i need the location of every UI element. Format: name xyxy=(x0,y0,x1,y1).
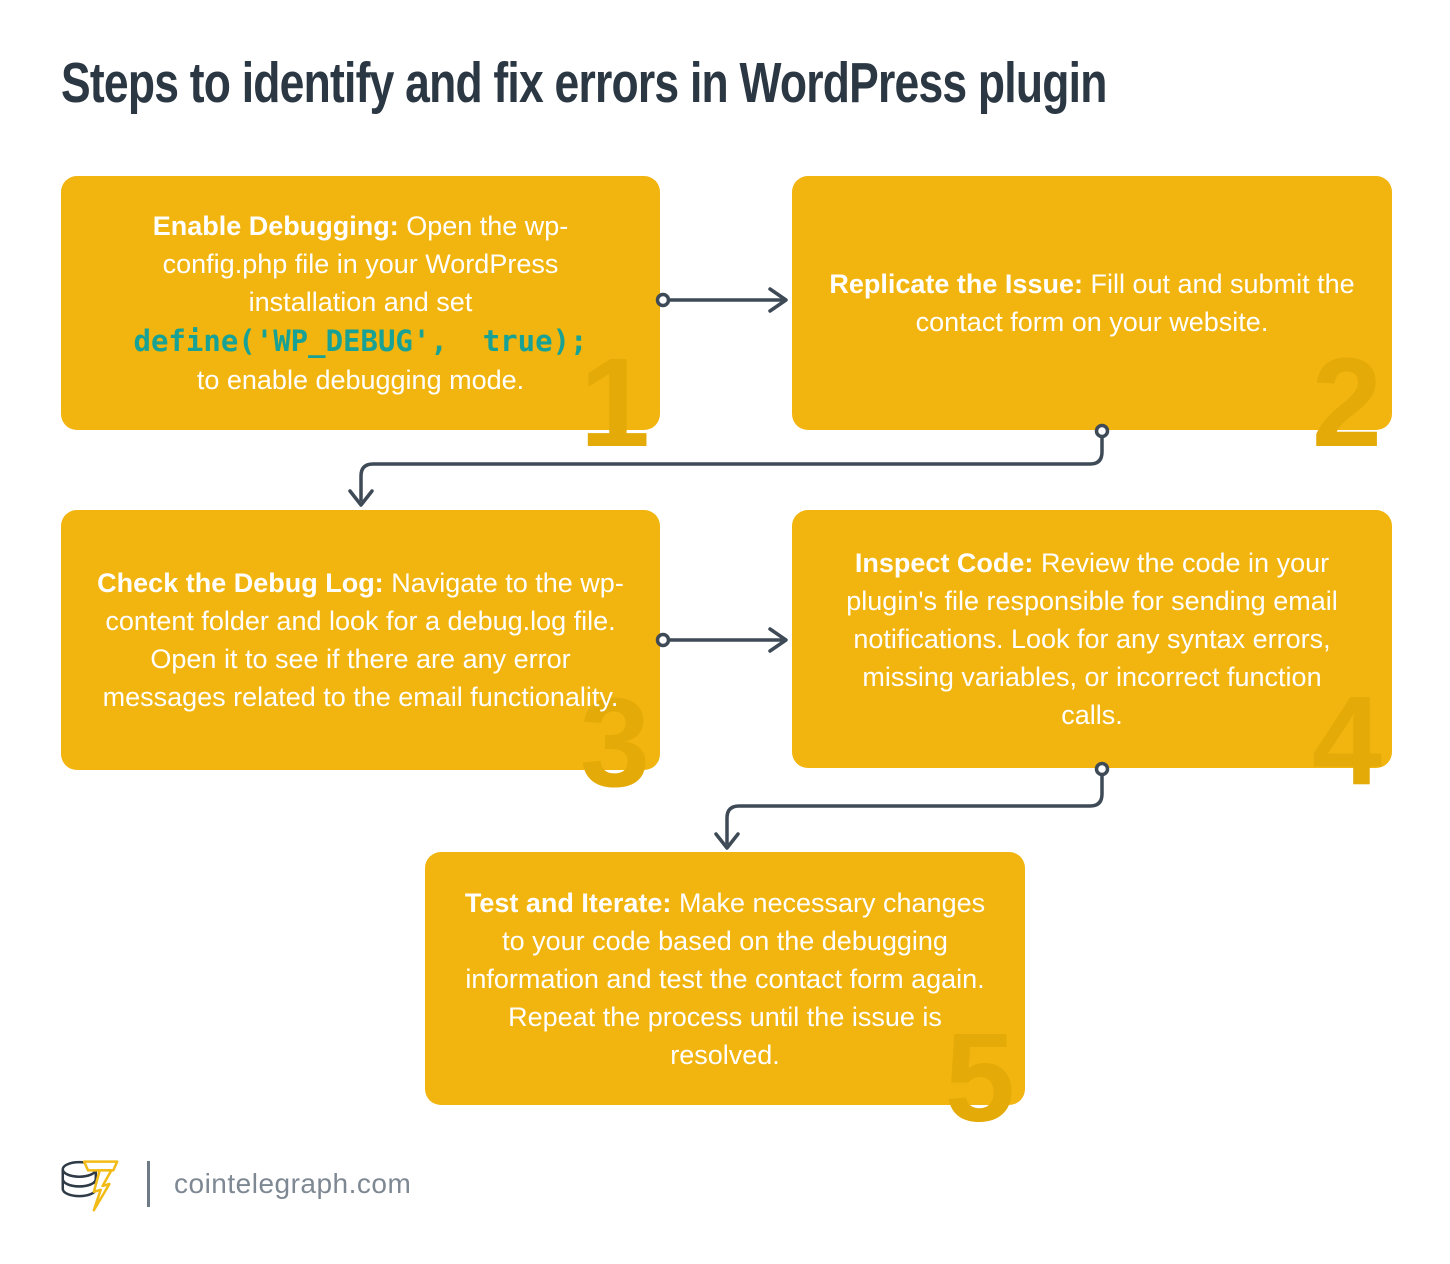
step-4-text: Inspect Code: Review the code in your pl… xyxy=(792,544,1392,734)
step-1-code-snippet: define('WP_DEBUG', true); xyxy=(133,324,588,358)
step-5-description: Make necessary changes to your code base… xyxy=(465,887,986,1070)
step-5-number-watermark: 5 xyxy=(944,1007,1015,1148)
connector-arrow-2-3 xyxy=(348,423,1110,507)
step-2-text: Replicate the Issue: Fill out and submit… xyxy=(792,265,1392,341)
arrowhead-right-icon xyxy=(768,287,788,313)
step-1-text: Enable Debugging: Open the wp-config.php… xyxy=(61,207,660,399)
step-2-number-watermark: 2 xyxy=(1311,332,1382,473)
step-3-text: Check the Debug Log: Navigate to the wp-… xyxy=(61,564,660,716)
connector-arrow-3-4 xyxy=(655,627,788,653)
arrowhead-down-icon xyxy=(714,832,740,850)
step-4-description: Review the code in your plugin's file re… xyxy=(846,548,1338,730)
footer-site-label: cointelegraph.com xyxy=(174,1168,412,1199)
step-card-2: Replicate the Issue: Fill out and submit… xyxy=(792,176,1392,466)
step-1-description-after: to enable debugging mode. xyxy=(196,365,525,395)
step-1-label: Enable Debugging: xyxy=(152,211,399,241)
footer: cointelegraph.com xyxy=(55,1148,411,1220)
step-2-description: Fill out and submit the contact form on … xyxy=(915,269,1355,337)
arrowhead-down-icon xyxy=(348,489,374,507)
step-4-label: Inspect Code: xyxy=(854,548,1034,578)
connector-arrow-4-5 xyxy=(714,761,1110,850)
connector-arrow-1-2 xyxy=(655,287,788,313)
step-2-label: Replicate the Issue: xyxy=(829,269,1083,299)
step-card-5: Test and Iterate: Make necessary changes… xyxy=(425,852,1025,1141)
step-5-label: Test and Iterate: xyxy=(464,887,672,918)
lightning-t-icon xyxy=(82,1160,119,1212)
step-4-number-watermark: 4 xyxy=(1311,670,1382,811)
step-card-1: Enable Debugging: Open the wp-config.php… xyxy=(61,176,660,466)
footer-divider xyxy=(147,1161,150,1207)
step-3-label: Check the Debug Log: xyxy=(97,568,384,598)
step-card-3: Check the Debug Log: Navigate to the wp-… xyxy=(61,510,660,806)
page-title: Steps to identify and fix errors in Word… xyxy=(61,51,1107,115)
step-card-4: Inspect Code: Review the code in your pl… xyxy=(792,510,1392,804)
step-3-description: Navigate to the wp-content folder and lo… xyxy=(102,568,624,712)
step-1-description: Open the wp-config.php file in your Word… xyxy=(162,211,569,317)
arrowhead-right-icon xyxy=(768,627,788,653)
step-3-number-watermark: 3 xyxy=(579,672,650,813)
cointelegraph-logo-icon xyxy=(61,1160,119,1212)
step-5-text: Test and Iterate: Make necessary changes… xyxy=(425,884,1025,1074)
